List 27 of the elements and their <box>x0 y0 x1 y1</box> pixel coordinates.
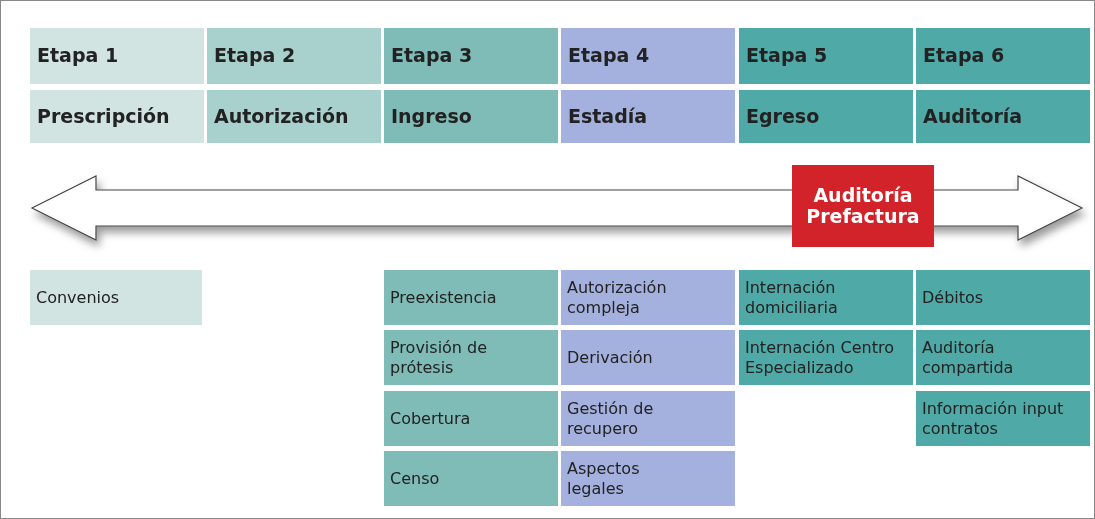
activity-cell: Autorización compleja <box>561 270 735 325</box>
highlight-box: Auditoría Prefactura <box>792 165 934 247</box>
stage-header-cell: Etapa 1 <box>30 28 204 84</box>
activity-cell: Preexistencia <box>384 270 558 325</box>
stage-header-cell: Prescripción <box>30 90 204 143</box>
activity-cell: Gestión de recupero <box>561 391 735 446</box>
activity-cell: Censo <box>384 451 558 506</box>
stage-header-cell: Etapa 6 <box>916 28 1090 84</box>
activity-cell: Cobertura <box>384 391 558 446</box>
activity-cell: Internación Centro Especializado <box>739 330 913 385</box>
stage-header-cell: Etapa 5 <box>739 28 913 84</box>
stage-header-cell: Etapa 2 <box>207 28 381 84</box>
activity-cell: Convenios <box>30 270 202 325</box>
activity-cell: Débitos <box>916 270 1090 325</box>
stage-header-cell: Egreso <box>739 90 913 143</box>
activity-cell: Derivación <box>561 330 735 385</box>
stage-header-cell: Etapa 4 <box>561 28 735 84</box>
activity-cell: Provisión de prótesis <box>384 330 558 385</box>
activity-cell: Aspectos legales <box>561 451 735 506</box>
stage-header-cell: Auditoría <box>916 90 1090 143</box>
activity-cell: Auditoría compartida <box>916 330 1090 385</box>
activity-cell: Internación domiciliaria <box>739 270 913 325</box>
stage-header-cell: Estadía <box>561 90 735 143</box>
stage-header-cell: Autorización <box>207 90 381 143</box>
stage-header-cell: Ingreso <box>384 90 558 143</box>
activity-cell: Información input contratos <box>916 391 1090 446</box>
stage-header-cell: Etapa 3 <box>384 28 558 84</box>
